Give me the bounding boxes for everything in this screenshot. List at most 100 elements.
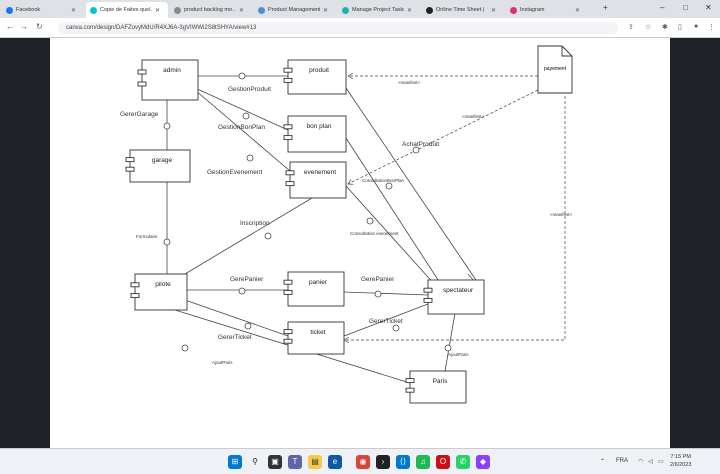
label-gerergarage: GererGarage	[120, 111, 159, 118]
socket-gererticket1	[244, 322, 252, 330]
tab-close-icon[interactable]: ✕	[239, 7, 245, 14]
minimize-icon[interactable]: –	[660, 3, 665, 12]
component-label-bonplan: bon plan	[307, 123, 332, 130]
payement-label: payement	[544, 66, 567, 72]
menu-icon[interactable]: ⋮	[708, 24, 715, 31]
component-bonplan: bon plan	[283, 115, 347, 153]
edge-icon[interactable]: e	[328, 455, 342, 469]
volume-icon[interactable]: ◁	[648, 459, 653, 465]
language-indicator[interactable]: FRA	[616, 458, 628, 464]
share-icon[interactable]: ⇪	[628, 24, 634, 31]
battery-icon[interactable]: ▭	[658, 459, 664, 465]
wifi-icon[interactable]: ◠	[638, 459, 644, 465]
address-bar: ← → ↻ canva.com/design/DAFZovyMdU/R4XJ6A…	[0, 18, 720, 38]
page-content: admin produit bon plan evenement garage pilot…	[50, 38, 698, 460]
label-ajoutparis1: AjoutParis	[212, 360, 233, 365]
label-gestionevenement: GestionEvenement	[207, 169, 262, 176]
opera-icon[interactable]: O	[436, 455, 450, 469]
tab-label: Manage Project Tasks	[352, 7, 404, 13]
clock[interactable]: 7:15 PM 2/6/2023	[670, 453, 691, 469]
forward-icon[interactable]: →	[20, 22, 28, 31]
url-field[interactable]: canva.com/design/DAFZovyMdU/R4XJ6A-3gVIW…	[58, 22, 618, 34]
new-tab-button[interactable]: +	[603, 3, 608, 12]
connector-lines	[166, 75, 481, 384]
maximize-icon[interactable]: □	[683, 3, 688, 12]
label-achatproduit: AchatProduit	[402, 141, 439, 148]
clock-time: 7:15 PM	[670, 454, 691, 460]
socket-gererticket2	[392, 324, 400, 332]
component-evenement: evenement	[285, 161, 347, 199]
label-gestionbonplan: GestionBonPlan	[218, 124, 265, 131]
browser-tab[interactable]: Copie de Faites quel…✕	[86, 2, 168, 18]
label-inscription: Inscription	[240, 220, 270, 227]
browser-tab[interactable]: Facebook ✕	[2, 2, 84, 18]
tab-label: Facebook	[16, 7, 41, 13]
task-view-icon[interactable]: ▣	[268, 455, 282, 469]
component-label-garage: garage	[152, 157, 173, 164]
component-boxes: admin produit bon plan evenement garage pilot…	[125, 59, 485, 404]
tab-close-icon[interactable]: ✕	[491, 7, 497, 14]
component-label-spectateur: spectateur	[443, 287, 474, 294]
payement-document: payement	[537, 45, 573, 94]
tab-close-icon[interactable]: ✕	[323, 7, 329, 14]
interface-sockets	[163, 72, 452, 352]
file-explorer-icon[interactable]: ▤	[308, 455, 322, 469]
whatsapp-icon[interactable]: ✆	[456, 455, 470, 469]
browser-tab-bar: Facebook✕Copie de Faites quel…✕product b…	[0, 0, 720, 18]
profile-icon[interactable]: ●	[694, 23, 699, 30]
manifest-label-3: «manifest»	[550, 212, 573, 217]
sidebar-icon[interactable]: ▯	[678, 24, 682, 31]
component-admin: admin	[137, 59, 199, 101]
tray-chevron-icon[interactable]: ⌃	[600, 459, 606, 465]
socket-achatproduit	[412, 146, 420, 154]
tab-favicon-icon	[174, 6, 181, 14]
start-icon[interactable]: ⊞	[228, 455, 242, 469]
browser-tab[interactable]: Online Time Sheet | ✕	[422, 2, 504, 18]
browser-tab[interactable]: Instagram ✕	[506, 2, 588, 18]
tab-close-icon[interactable]: ✕	[155, 7, 161, 14]
app-icon[interactable]: ◆	[476, 455, 490, 469]
tab-close-icon[interactable]: ✕	[407, 7, 413, 14]
manifest-label-1: «manifest»	[398, 80, 421, 85]
tab-label: Instagram	[520, 7, 545, 13]
tab-label: Online Time Sheet |	[436, 7, 485, 13]
vscode-icon[interactable]: ⟨⟩	[396, 455, 410, 469]
extensions-icon[interactable]: ✱	[662, 24, 668, 31]
browser-tab[interactable]: product backlog mo…✕	[170, 2, 252, 18]
socket-gestionproduit	[238, 72, 246, 80]
component-label-pilote: pilote	[155, 281, 171, 288]
label-gerepanier1: GerePanier	[230, 276, 264, 283]
tab-close-icon[interactable]: ✕	[71, 7, 77, 14]
terminal-icon[interactable]: ›	[376, 455, 390, 469]
socket-ajoutparis1	[181, 344, 189, 352]
component-produit: produit	[283, 59, 347, 95]
component-label-ticket: ticket	[310, 329, 325, 336]
browser-tab[interactable]: Product Management…✕	[254, 2, 336, 18]
socket-gestionevenement	[246, 154, 254, 162]
chrome-icon[interactable]: ◉	[356, 455, 370, 469]
component-label-evenement: evenement	[304, 169, 336, 176]
reload-icon[interactable]: ↻	[36, 22, 43, 31]
component-paris: Paris	[405, 370, 467, 404]
search-icon[interactable]: ⚲	[248, 455, 262, 469]
tab-close-icon[interactable]: ✕	[575, 7, 581, 14]
socket-formulaire	[163, 238, 171, 246]
browser-tab[interactable]: Manage Project Tasks✕	[338, 2, 420, 18]
teams-icon[interactable]: T	[288, 455, 302, 469]
close-window-icon[interactable]: ✕	[705, 3, 712, 12]
spotify-icon[interactable]: ♫	[416, 455, 430, 469]
label-consultationbonplan: ConsultationBonPlan	[362, 178, 405, 183]
back-icon[interactable]: ←	[6, 22, 14, 31]
label-ajoutparis2: AjoutParis	[448, 352, 469, 357]
label-gerepanier2: GerePanier	[361, 276, 395, 283]
component-label-panier: panier	[309, 279, 328, 286]
component-garage: garage	[125, 149, 191, 183]
bookmark-star-icon[interactable]: ☆	[645, 24, 652, 31]
socket-gerergarage	[163, 122, 171, 130]
tab-favicon-icon	[90, 6, 97, 14]
component-spectateur: spectateur	[423, 279, 485, 315]
socket-consultationevenement	[366, 217, 374, 225]
tab-label: product backlog mo…	[184, 7, 236, 13]
tab-label: Copie de Faites quel…	[100, 7, 152, 13]
label-formulaire: Formulaire	[136, 234, 158, 239]
